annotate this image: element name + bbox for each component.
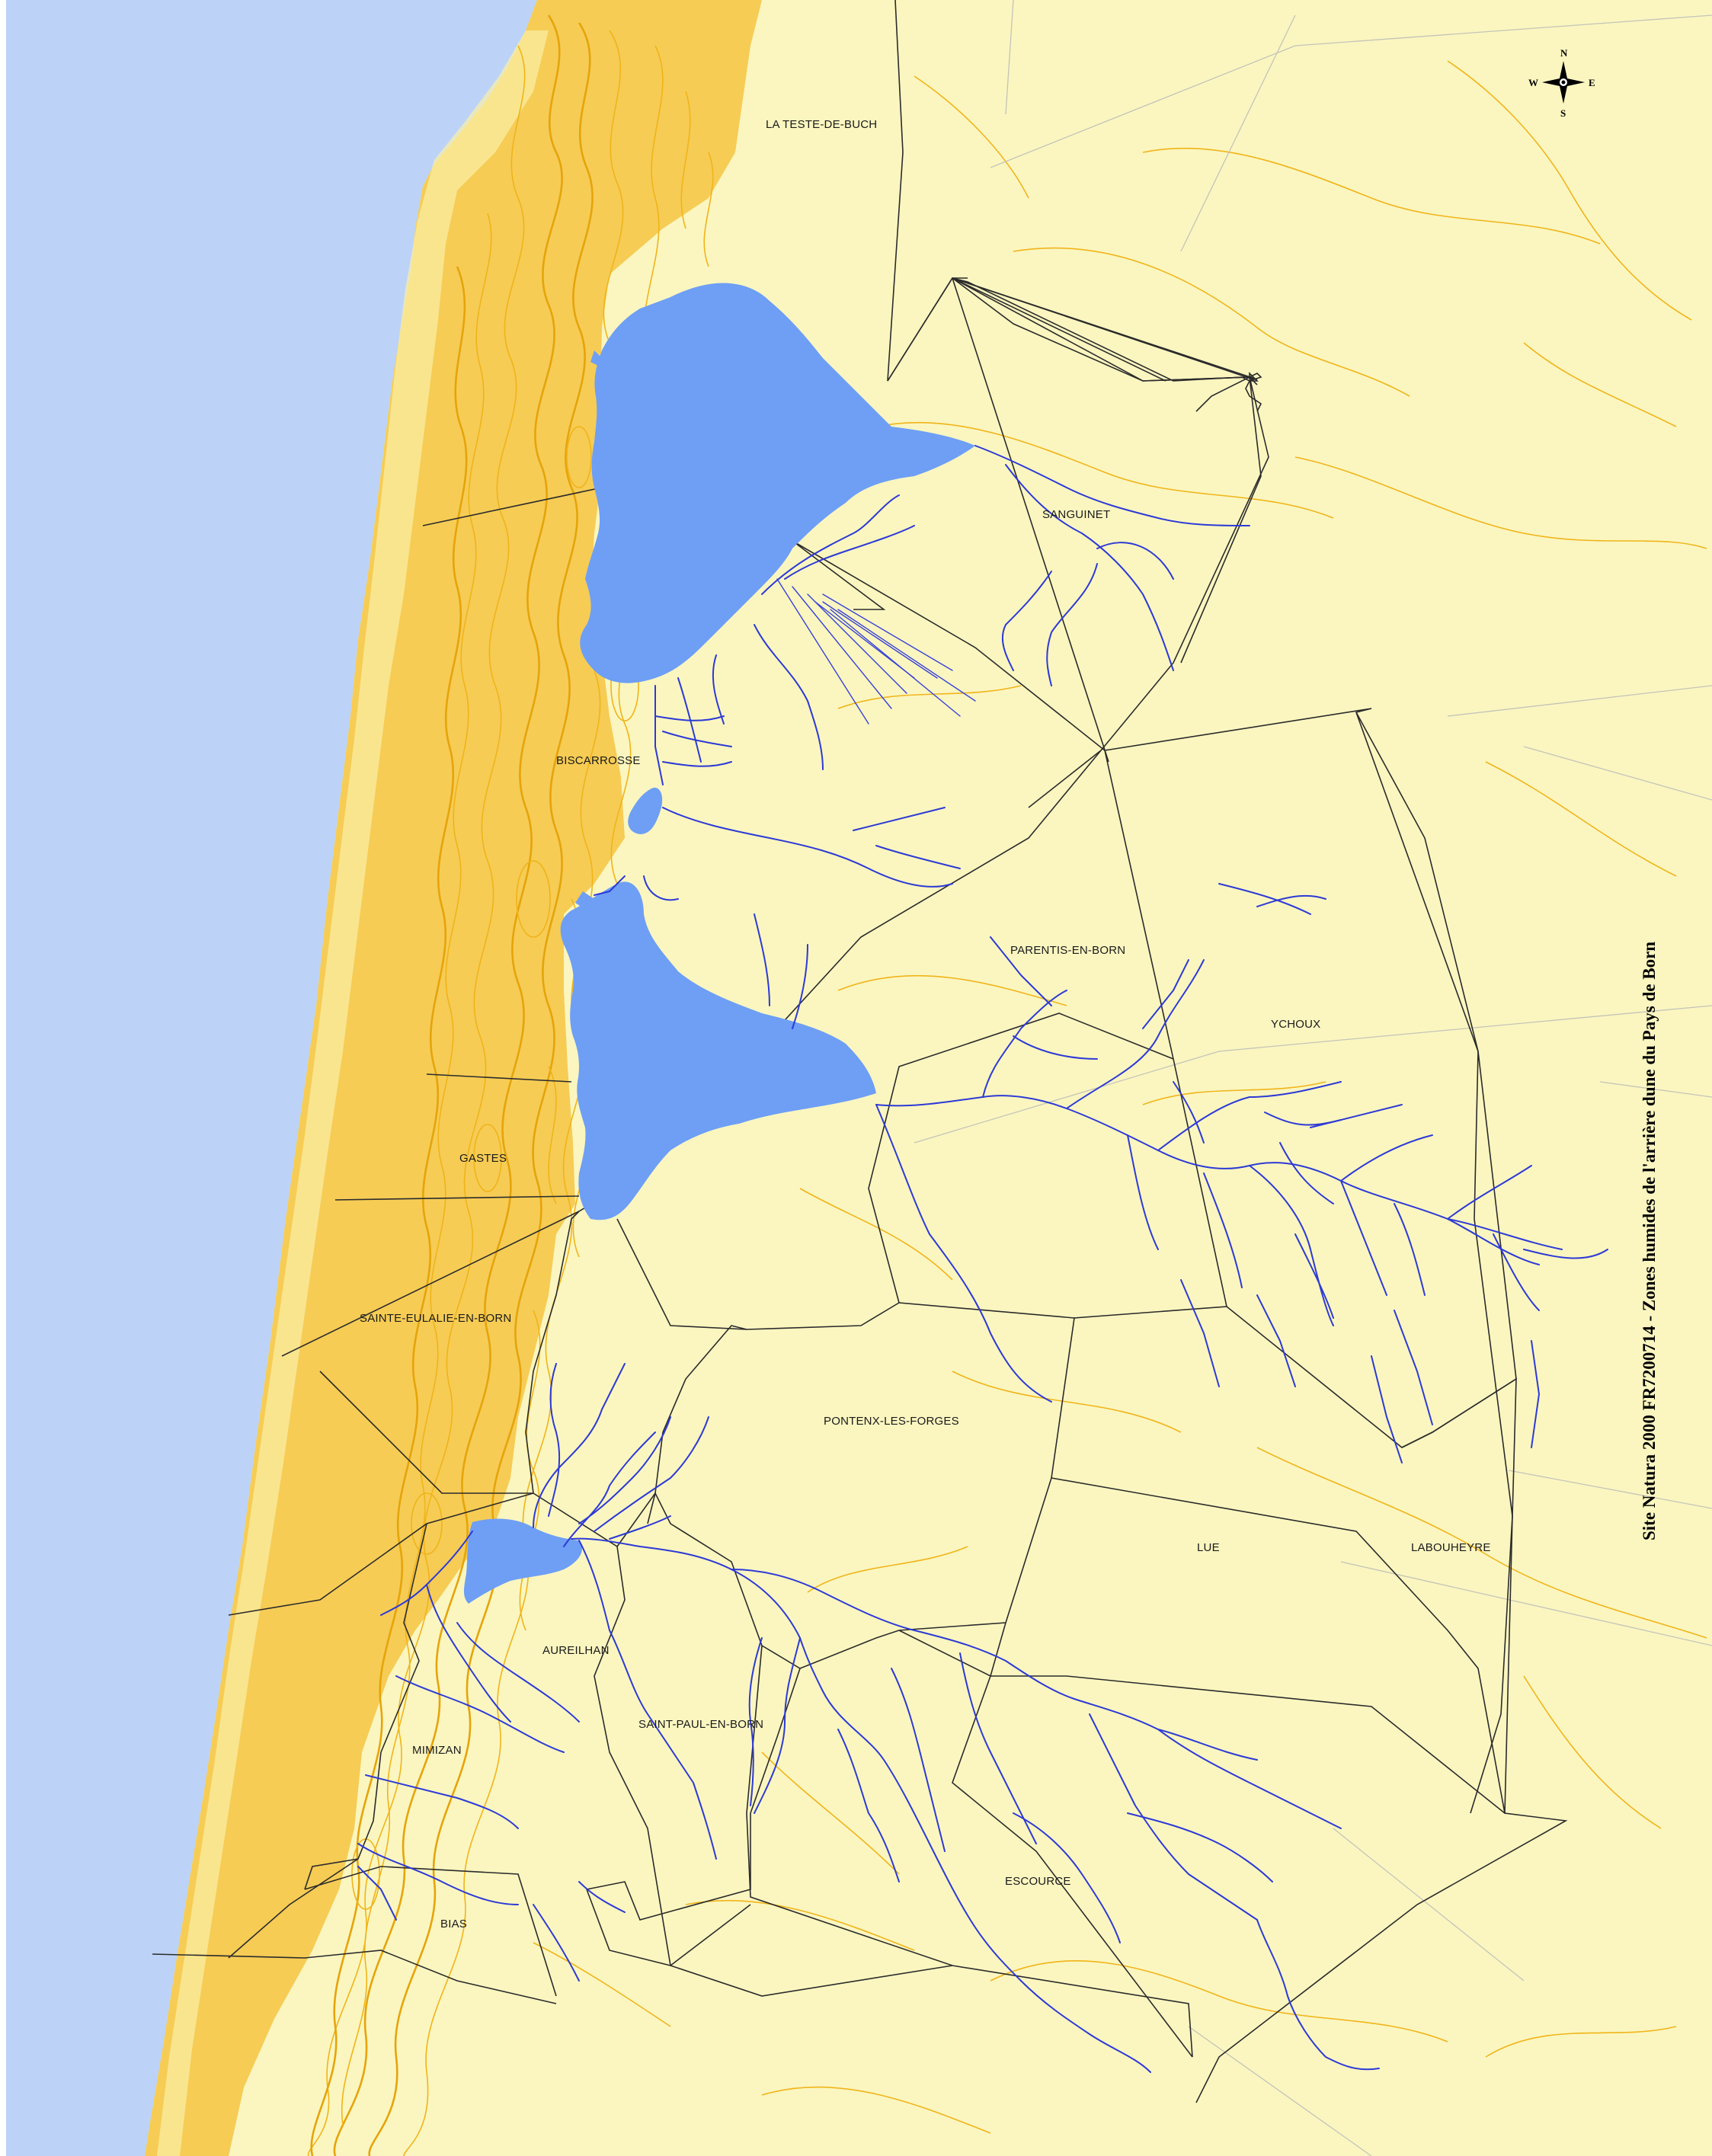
- compass-w: W: [1528, 77, 1538, 88]
- arcachon-basin: [465, 11, 507, 67]
- rivers: [357, 445, 1608, 2073]
- label-biscarrosse: BISCARROSSE: [556, 754, 641, 767]
- label-saint-paul-en-born: SAINT-PAUL-EN-BORN: [638, 1718, 763, 1731]
- commune-labels: LA TESTE-DE-BUCH SANGUINET BISCARROSSE P…: [360, 118, 1491, 1930]
- label-bias: BIAS: [440, 1918, 467, 1930]
- label-ychoux: YCHOUX: [1271, 1018, 1320, 1031]
- map-margin: [0, 0, 6, 2156]
- label-lue: LUE: [1197, 1541, 1220, 1554]
- label-la-teste-de-buch: LA TESTE-DE-BUCH: [766, 118, 877, 131]
- compass-s: S: [1560, 107, 1566, 119]
- lake-small-2: [575, 891, 594, 910]
- lake-petit-biscarrosse: [628, 787, 663, 834]
- dune-band: [145, 0, 762, 2156]
- map-title: Site Natura 2000 FR7200714 - Zones humid…: [1640, 942, 1659, 1540]
- compass-n: N: [1560, 47, 1568, 59]
- shore-strip: [157, 30, 549, 2156]
- label-gastes: GASTES: [459, 1152, 507, 1165]
- compass-e: E: [1589, 77, 1595, 88]
- label-sanguinet: SANGUINET: [1042, 508, 1110, 521]
- roads: [914, 0, 1712, 2156]
- lake-small-1: [590, 350, 602, 366]
- lake-aureilhan: [463, 1518, 582, 1604]
- label-pontenx-les-forges: PONTENX-LES-FORGES: [824, 1415, 959, 1428]
- label-escource: ESCOURCE: [1005, 1875, 1071, 1888]
- compass-rose: N S E W: [1528, 47, 1595, 119]
- atlantic-ocean: [0, 0, 537, 2156]
- label-sainte-eulalie-en-born: SAINTE-EULALIE-EN-BORN: [360, 1312, 511, 1325]
- label-labouheyre: LABOUHEYRE: [1411, 1541, 1491, 1554]
- label-mimizan: MIMIZAN: [412, 1744, 462, 1757]
- label-aureilhan: AUREILHAN: [542, 1644, 610, 1657]
- lake-cazaux-sanguinet: [580, 283, 975, 683]
- lakes: [463, 283, 975, 1604]
- inland-contours: [533, 60, 1707, 2134]
- lake-biscarrosse-parentis: [560, 881, 876, 1220]
- label-parentis-en-born: PARENTIS-EN-BORN: [1010, 944, 1125, 957]
